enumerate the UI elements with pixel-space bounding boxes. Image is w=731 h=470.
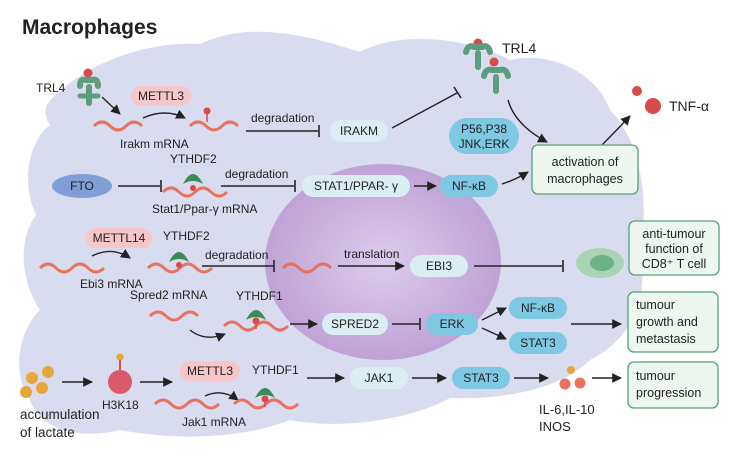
svg-text:translation: translation (344, 247, 399, 261)
svg-text:STAT3: STAT3 (463, 371, 499, 385)
irakm-mrna-label: Irakm mRNA (120, 137, 189, 151)
svg-text:METTL14: METTL14 (93, 231, 146, 245)
svg-text:accumulation: accumulation (20, 407, 100, 422)
svg-text:Jak1 mRNA: Jak1 mRNA (182, 415, 246, 429)
jak1-mrna-wave-1 (153, 398, 221, 410)
svg-text:IRAKM: IRAKM (340, 124, 378, 138)
svg-text:Stat1/Ppar-γ mRNA: Stat1/Ppar-γ mRNA (152, 202, 257, 216)
tnf-dots-icon (632, 86, 661, 114)
irakm-pill (330, 120, 388, 142)
svg-text:JAK1: JAK1 (365, 371, 394, 385)
lactate-dots-icon (20, 366, 54, 398)
svg-text:STAT1/PPAR- γ: STAT1/PPAR- γ (314, 179, 398, 193)
ythdf2-icon-2 (169, 252, 189, 262)
svg-text:anti-tumour: anti-tumour (642, 227, 705, 241)
trl4-receptor-icon (77, 68, 101, 106)
svg-text:STAT3: STAT3 (520, 336, 556, 350)
stat3-pill-2 (452, 367, 510, 389)
svg-text:degradation: degradation (251, 111, 314, 125)
jak1-mrna-wave-2 (232, 398, 300, 410)
svg-text:progression: progression (636, 386, 701, 400)
svg-text:activation of: activation of (552, 155, 619, 169)
anti-tumour-box (628, 220, 720, 276)
trl4-receptor-top-icon (463, 38, 511, 94)
svg-text:growth and: growth and (636, 315, 698, 329)
jak1-pill (350, 367, 408, 389)
svg-text:H3K18: H3K18 (102, 398, 139, 412)
m6a-mark-icon (203, 107, 211, 122)
stat1-mrna-wave (161, 186, 229, 198)
nucleus (265, 164, 501, 360)
svg-text:degradation: degradation (225, 167, 288, 181)
svg-text:degradation: degradation (205, 248, 268, 262)
mettl3-pill-2 (180, 361, 240, 381)
svg-text:function of: function of (645, 242, 703, 256)
svg-text:CD8⁺ T cell: CD8⁺ T cell (642, 257, 707, 271)
svg-text:JNK,ERK: JNK,ERK (459, 137, 510, 151)
svg-text:NF-κB: NF-κB (452, 179, 486, 193)
stat3-pill-1 (509, 332, 567, 354)
ythdf1-icon (246, 310, 266, 320)
tumour-growth-box (627, 291, 719, 353)
svg-text:NF-κB: NF-κB (521, 301, 555, 315)
ebi3-mrna-wave-3 (281, 262, 333, 274)
page-title: Macrophages (22, 16, 157, 39)
svg-text:EBI3: EBI3 (426, 259, 452, 273)
erk-pill (426, 313, 478, 335)
svg-text:YTHDF1: YTHDF1 (236, 289, 283, 303)
ythdf2-icon (183, 174, 203, 184)
svg-text:Ebi3 mRNA: Ebi3 mRNA (80, 277, 143, 291)
irakm-mrna-wave-1 (92, 120, 144, 132)
nfkb-pill-2 (509, 297, 567, 319)
svg-text:metastasis: metastasis (636, 332, 696, 346)
h3k18-icon (108, 353, 132, 394)
svg-text:IL-6,IL-10: IL-6,IL-10 (539, 402, 595, 417)
stat1-ppar-pill (302, 175, 410, 197)
irakm-mrna-wave-2 (188, 120, 240, 132)
mettl3-pill-1 (131, 86, 191, 106)
trl4-top-label: TRL4 (502, 40, 536, 56)
activation-box (531, 144, 639, 195)
svg-text:P56,P38: P56,P38 (461, 122, 507, 136)
svg-text:METTL3: METTL3 (138, 89, 184, 103)
svg-text:ERK: ERK (440, 317, 465, 331)
mapk-pill (449, 118, 519, 154)
spred2-mrna-wave-1 (148, 310, 200, 322)
svg-text:YTHDF2: YTHDF2 (163, 229, 210, 243)
svg-text:Spred2 mRNA: Spred2 mRNA (130, 288, 207, 302)
svg-text:tumour: tumour (636, 298, 675, 312)
tumour-progression-box (627, 361, 719, 409)
ebi3-mrna-wave-2 (146, 262, 214, 274)
svg-text:FTO: FTO (70, 179, 94, 193)
svg-text:tumour: tumour (636, 369, 675, 383)
spred2-pill (322, 313, 388, 335)
ythdf1-icon-2 (255, 388, 275, 398)
ebi3-pill (410, 255, 468, 277)
svg-text:INOS: INOS (539, 419, 571, 434)
cd8-t-cell-icon (576, 248, 624, 278)
svg-text:of lactate: of lactate (20, 425, 75, 440)
svg-text:macrophages: macrophages (547, 172, 623, 186)
svg-text:METTL3: METTL3 (187, 364, 233, 378)
mettl14-pill (86, 228, 152, 248)
ebi3-mrna-wave-1 (38, 262, 106, 274)
svg-text:YTHDF2: YTHDF2 (170, 152, 217, 166)
cytokine-dots-icon (559, 366, 586, 390)
svg-text:TNF-α: TNF-α (669, 98, 709, 114)
trl4-left-label: TRL4 (36, 81, 66, 95)
svg-text:SPRED2: SPRED2 (331, 317, 379, 331)
svg-text:YTHDF1: YTHDF1 (252, 363, 299, 377)
nfkb-pill-1 (440, 175, 498, 197)
fto-pill (52, 174, 112, 198)
